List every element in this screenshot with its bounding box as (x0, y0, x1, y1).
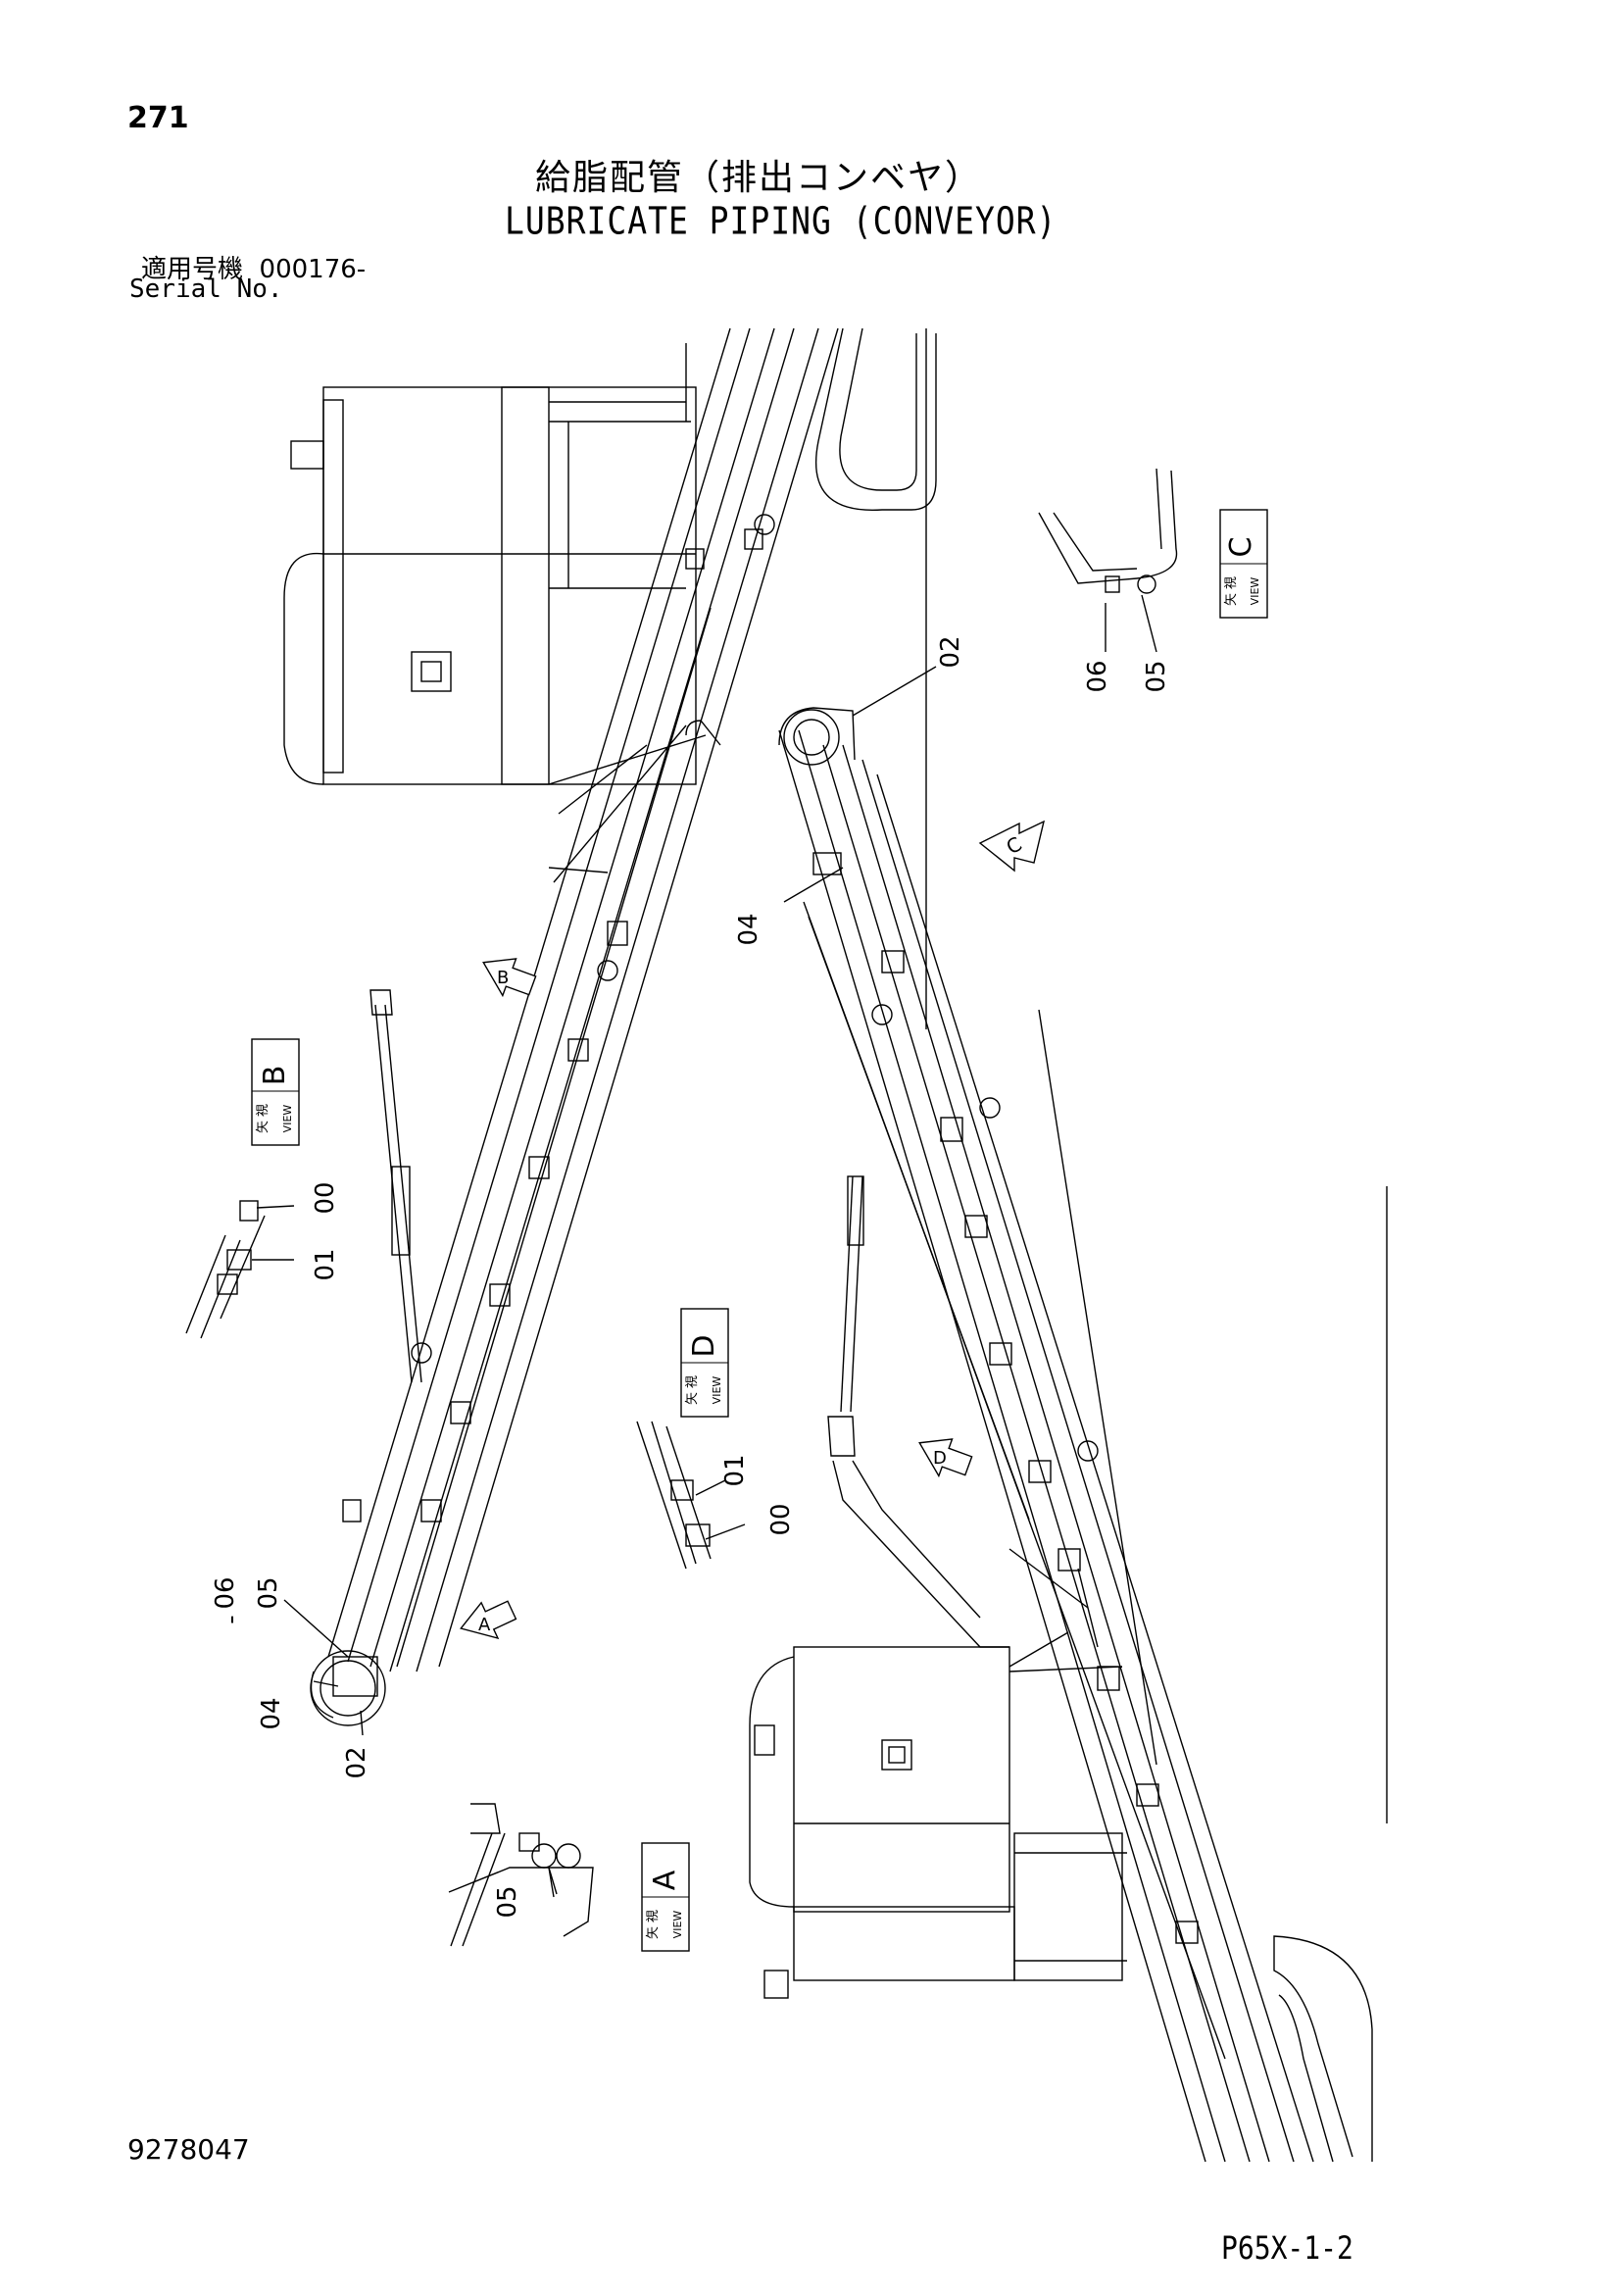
callout-view-d-01: 01 (720, 1454, 750, 1486)
callout-tail-04: 04 (257, 1697, 286, 1729)
lower-belt-curve-inner (1278, 1994, 1334, 2163)
view-box-d-view-word: VIEW (711, 1376, 723, 1405)
lower-machine-body (749, 1631, 1127, 1999)
callout-view-b-01: 01 (311, 1248, 340, 1280)
view-d-detail (636, 1421, 746, 1570)
upper-machine-body (283, 343, 707, 785)
leader-lines (283, 666, 937, 1895)
view-box-d-letter: D (687, 1334, 721, 1357)
callout-tail-dash: - (217, 1615, 246, 1623)
svg-text:B: B (497, 968, 509, 988)
serial-applicability: 適用号機 000176- (141, 249, 366, 285)
upper-support-rod (369, 989, 422, 1383)
view-b-detail (185, 1200, 295, 1339)
view-box-b-view-word: VIEW (281, 1105, 294, 1133)
page-number: 271 (127, 101, 189, 135)
callout-view-c-06: 06 (1083, 660, 1112, 692)
callout-head-04: 04 (734, 913, 763, 945)
upper-conveyor-tail-pulley (310, 1650, 386, 1726)
callout-view-d-00: 00 (766, 1503, 796, 1535)
lower-conveyor-head-pulley (778, 707, 856, 766)
lower-belt-curve (1273, 1935, 1373, 2162)
callout-view-b-00: 00 (311, 1181, 340, 1214)
view-box-c-kanji: 矢視 (1224, 576, 1239, 606)
serial-label-en: Serial No. (129, 275, 283, 304)
callout-tail-05: 05 (254, 1576, 283, 1609)
lower-support-rod (827, 1175, 1009, 1648)
view-c-detail (1038, 468, 1178, 653)
view-box-c-view-word: VIEW (1249, 577, 1261, 606)
callout-tail-02: 02 (342, 1746, 371, 1778)
sheet-reference: P65X-1-2 (1221, 2229, 1353, 2267)
upper-conveyor-brackets (342, 514, 775, 1522)
view-box-a: A 矢視 VIEW (641, 1842, 690, 1952)
lower-conveyor-brackets (812, 852, 1199, 1944)
document-number: 9278047 (127, 2133, 250, 2166)
upper-belt-curve-inner (839, 327, 917, 491)
lower-conveyor-frame (778, 729, 1314, 2163)
serial-label-jp: 適用号機 (141, 255, 244, 284)
view-arrow-c: C (978, 820, 1046, 873)
view-arrow-a: A (460, 1600, 517, 1640)
callout-head-02: 02 (936, 635, 965, 668)
view-box-b-kanji: 矢視 (256, 1104, 270, 1133)
title-japanese: 給脂配管（排出コンベヤ） (535, 158, 983, 198)
view-a-detail (448, 1803, 594, 1947)
view-box-d-kanji: 矢視 (685, 1375, 700, 1405)
upper-belt-curve (814, 327, 937, 511)
view-box-a-letter: A (648, 1870, 682, 1890)
svg-text:A: A (478, 1615, 491, 1635)
svg-text:D: D (933, 1448, 947, 1469)
view-arrow-b: B (482, 958, 537, 998)
serial-value: 000176- (259, 255, 367, 284)
view-box-c-letter: C (1224, 537, 1258, 558)
view-box-a-view-word: VIEW (671, 1911, 684, 1939)
view-box-c: C 矢視 VIEW (1219, 509, 1268, 619)
view-box-a-kanji: 矢視 (646, 1910, 661, 1939)
view-box-d: D 矢視 VIEW (680, 1308, 729, 1418)
callout-tail-06: 06 (211, 1576, 240, 1609)
callout-view-c-05: 05 (1142, 660, 1171, 692)
callout-view-a-05: 05 (493, 1885, 522, 1918)
title-english: LUBRICATE PIPING (CONVEYOR) (505, 199, 1057, 243)
view-arrow-d: D (918, 1438, 973, 1478)
view-box-b: B 矢視 VIEW (251, 1038, 300, 1146)
view-box-b-letter: B (258, 1066, 292, 1086)
